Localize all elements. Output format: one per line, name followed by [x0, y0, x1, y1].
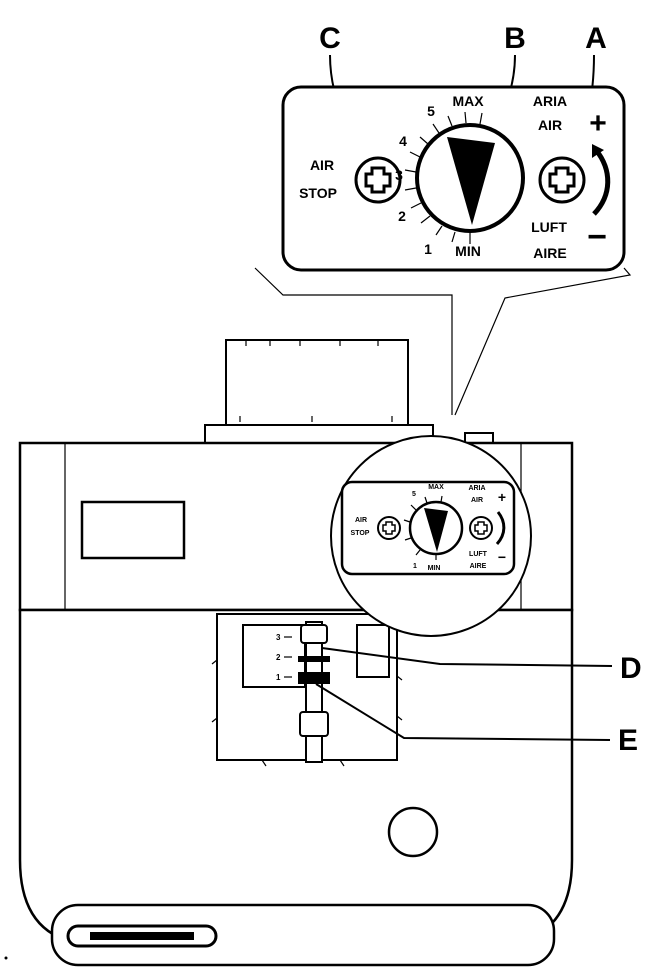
burner-body: 3 2 1 AIR STOP	[18, 339, 613, 967]
mini-plus-sign: +	[498, 489, 506, 505]
nameplate-text-block	[90, 932, 194, 940]
rod-top-nut	[300, 624, 328, 644]
air-stop-label-2: STOP	[299, 185, 337, 201]
rod-lock-nut-e	[298, 672, 330, 684]
stray-mark	[4, 956, 8, 960]
scale-4: 4	[399, 133, 407, 149]
aria-label: ARIA	[533, 93, 567, 109]
mini-max-label: MAX	[428, 484, 444, 491]
callout-c: C	[319, 22, 341, 55]
mini-dial-pointer-icon	[424, 508, 448, 552]
air-stop-label-1: AIR	[310, 157, 334, 173]
minus-sign: −	[587, 218, 607, 256]
damper-scale-plate	[242, 624, 306, 688]
inspection-hole	[387, 806, 439, 858]
mini-screw-c-icon	[377, 516, 401, 540]
projection-line-left	[254, 267, 453, 415]
rotation-arrow-icon	[592, 144, 611, 216]
enlarged-control-panel: AIR STOP	[281, 85, 626, 272]
scale-5: 5	[427, 103, 435, 119]
dial-b: 1 2 3 4 5 MAX MIN	[395, 93, 525, 259]
mini-aire-label: AIRE	[470, 563, 487, 570]
mini-scale-5: 5	[412, 491, 416, 498]
mini-min-label: MIN	[428, 565, 441, 572]
callout-b: B	[504, 22, 526, 55]
screw-a-icon	[538, 156, 586, 204]
base-plate	[50, 903, 556, 967]
mini-screw-a-icon	[469, 516, 493, 540]
mini-air-label: AIR	[355, 517, 367, 524]
mini-scale-1: 1	[413, 563, 417, 570]
flange-tube	[225, 339, 409, 426]
scale-1: 1	[424, 241, 432, 257]
display-window	[80, 500, 186, 560]
aire-label: AIRE	[533, 245, 566, 261]
min-label: MIN	[455, 243, 481, 259]
callout-d: D	[620, 652, 642, 685]
rod-indicator-d	[298, 656, 330, 662]
plus-sign: +	[589, 107, 607, 140]
damper-scale-2: 2	[276, 653, 281, 662]
mini-aria-label: ARIA	[468, 485, 485, 492]
projection-line-right	[454, 267, 632, 416]
scale-2: 2	[398, 208, 406, 224]
mini-air-label-2: AIR	[471, 497, 483, 504]
mini-minus-sign: −	[498, 549, 506, 565]
mini-luft-label: LUFT	[469, 551, 488, 558]
damper-bracket	[356, 624, 390, 678]
max-label: MAX	[452, 93, 484, 109]
damper-scale-3: 3	[276, 633, 281, 642]
luft-label: LUFT	[531, 219, 567, 235]
leader-line-d	[321, 647, 613, 667]
mini-rotation-arrow-icon	[495, 511, 506, 546]
screw-c-icon	[354, 156, 402, 204]
damper-scale-1: 1	[276, 673, 281, 682]
callout-e: E	[618, 724, 638, 757]
leader-line-e	[315, 683, 611, 741]
dial-b-pointer-icon	[447, 137, 495, 225]
scale-3: 3	[395, 167, 403, 183]
air-label: AIR	[538, 117, 562, 133]
mini-stop-label: STOP	[351, 530, 370, 537]
callout-a: A	[585, 22, 607, 55]
rod-lower-nut	[299, 711, 329, 737]
